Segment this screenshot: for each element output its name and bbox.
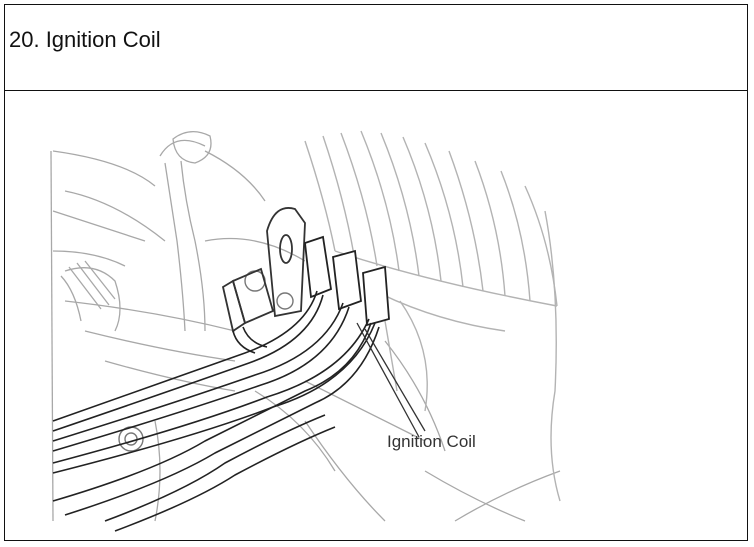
- intake-hose-lines: [304, 130, 561, 502]
- coil-bracket: [221, 207, 306, 333]
- ignition-coil-illustration: Ignition Coil: [5, 91, 747, 540]
- engine-background-lines: [50, 131, 561, 522]
- section-title: 20. Ignition Coil: [9, 27, 161, 52]
- section-frame: 20. Ignition Coil: [4, 4, 748, 541]
- ignition-coils: [304, 235, 390, 327]
- callout-leader-line: [356, 322, 426, 438]
- ignition-wires: [52, 290, 380, 532]
- engine-line-drawing: [50, 130, 561, 532]
- section-header: 20. Ignition Coil: [5, 5, 747, 91]
- bolt-shapes: [118, 270, 294, 452]
- callout-label: Ignition Coil: [387, 432, 476, 451]
